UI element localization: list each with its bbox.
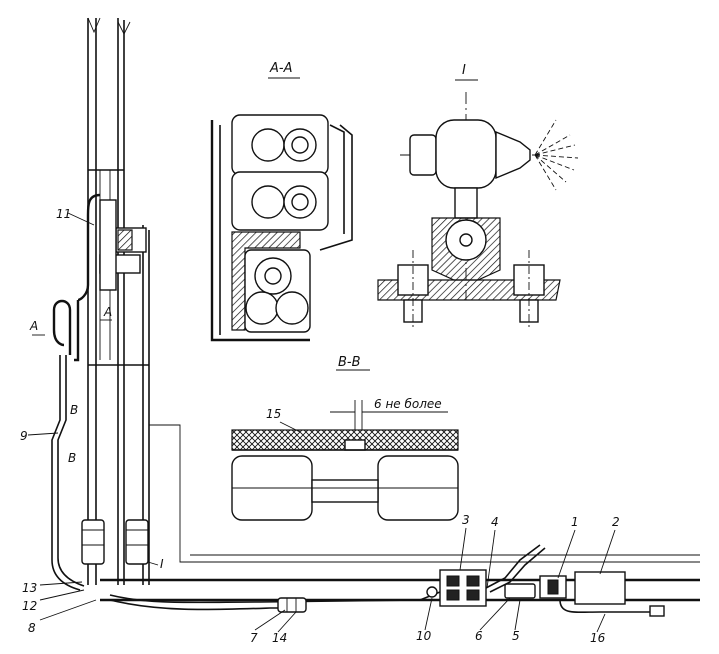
callout-4: 4 <box>491 515 499 529</box>
view-title-i: I <box>462 63 466 78</box>
tube-loop <box>51 193 101 591</box>
callout-15: 15 <box>266 407 281 421</box>
rail-outline <box>148 370 700 563</box>
callout-11: 11 <box>56 207 71 221</box>
callout-3: 3 <box>462 513 470 527</box>
valve-blocks <box>81 519 149 565</box>
callout-14: 14 <box>272 631 287 645</box>
right-fittings <box>504 571 665 617</box>
gap-note: 6 не более <box>374 397 442 411</box>
vertical-rack <box>87 17 150 585</box>
distributor-block <box>439 544 546 607</box>
callout-6: 6 <box>475 629 483 643</box>
callout-7: 7 <box>250 631 258 645</box>
callout-12: 12 <box>22 599 37 613</box>
section-title-bb: В-В <box>338 355 361 370</box>
view-i <box>377 92 579 330</box>
labels: А-А I В-В 6 не более 11 9 13 12 8 7 14 1… <box>20 61 620 645</box>
callout-16: 16 <box>590 631 606 645</box>
callout-8: 8 <box>28 621 36 635</box>
section-mark-a-left: А <box>29 319 38 333</box>
callout-i-mark: I <box>160 557 164 571</box>
callout-1: 1 <box>571 515 579 529</box>
section-bb <box>231 400 459 521</box>
callout-5: 5 <box>512 629 520 643</box>
section-mark-b-top: В <box>70 403 78 417</box>
section-mark-b-bottom: В <box>68 451 76 465</box>
section-title-aa: А-А <box>269 61 292 76</box>
leader-lines <box>27 77 616 633</box>
callout-10: 10 <box>416 629 432 643</box>
section-aa <box>210 114 353 342</box>
callout-2: 2 <box>612 515 620 529</box>
section-mark-a-right: А <box>103 305 112 319</box>
callout-13: 13 <box>22 581 37 595</box>
callout-9: 9 <box>20 429 28 443</box>
